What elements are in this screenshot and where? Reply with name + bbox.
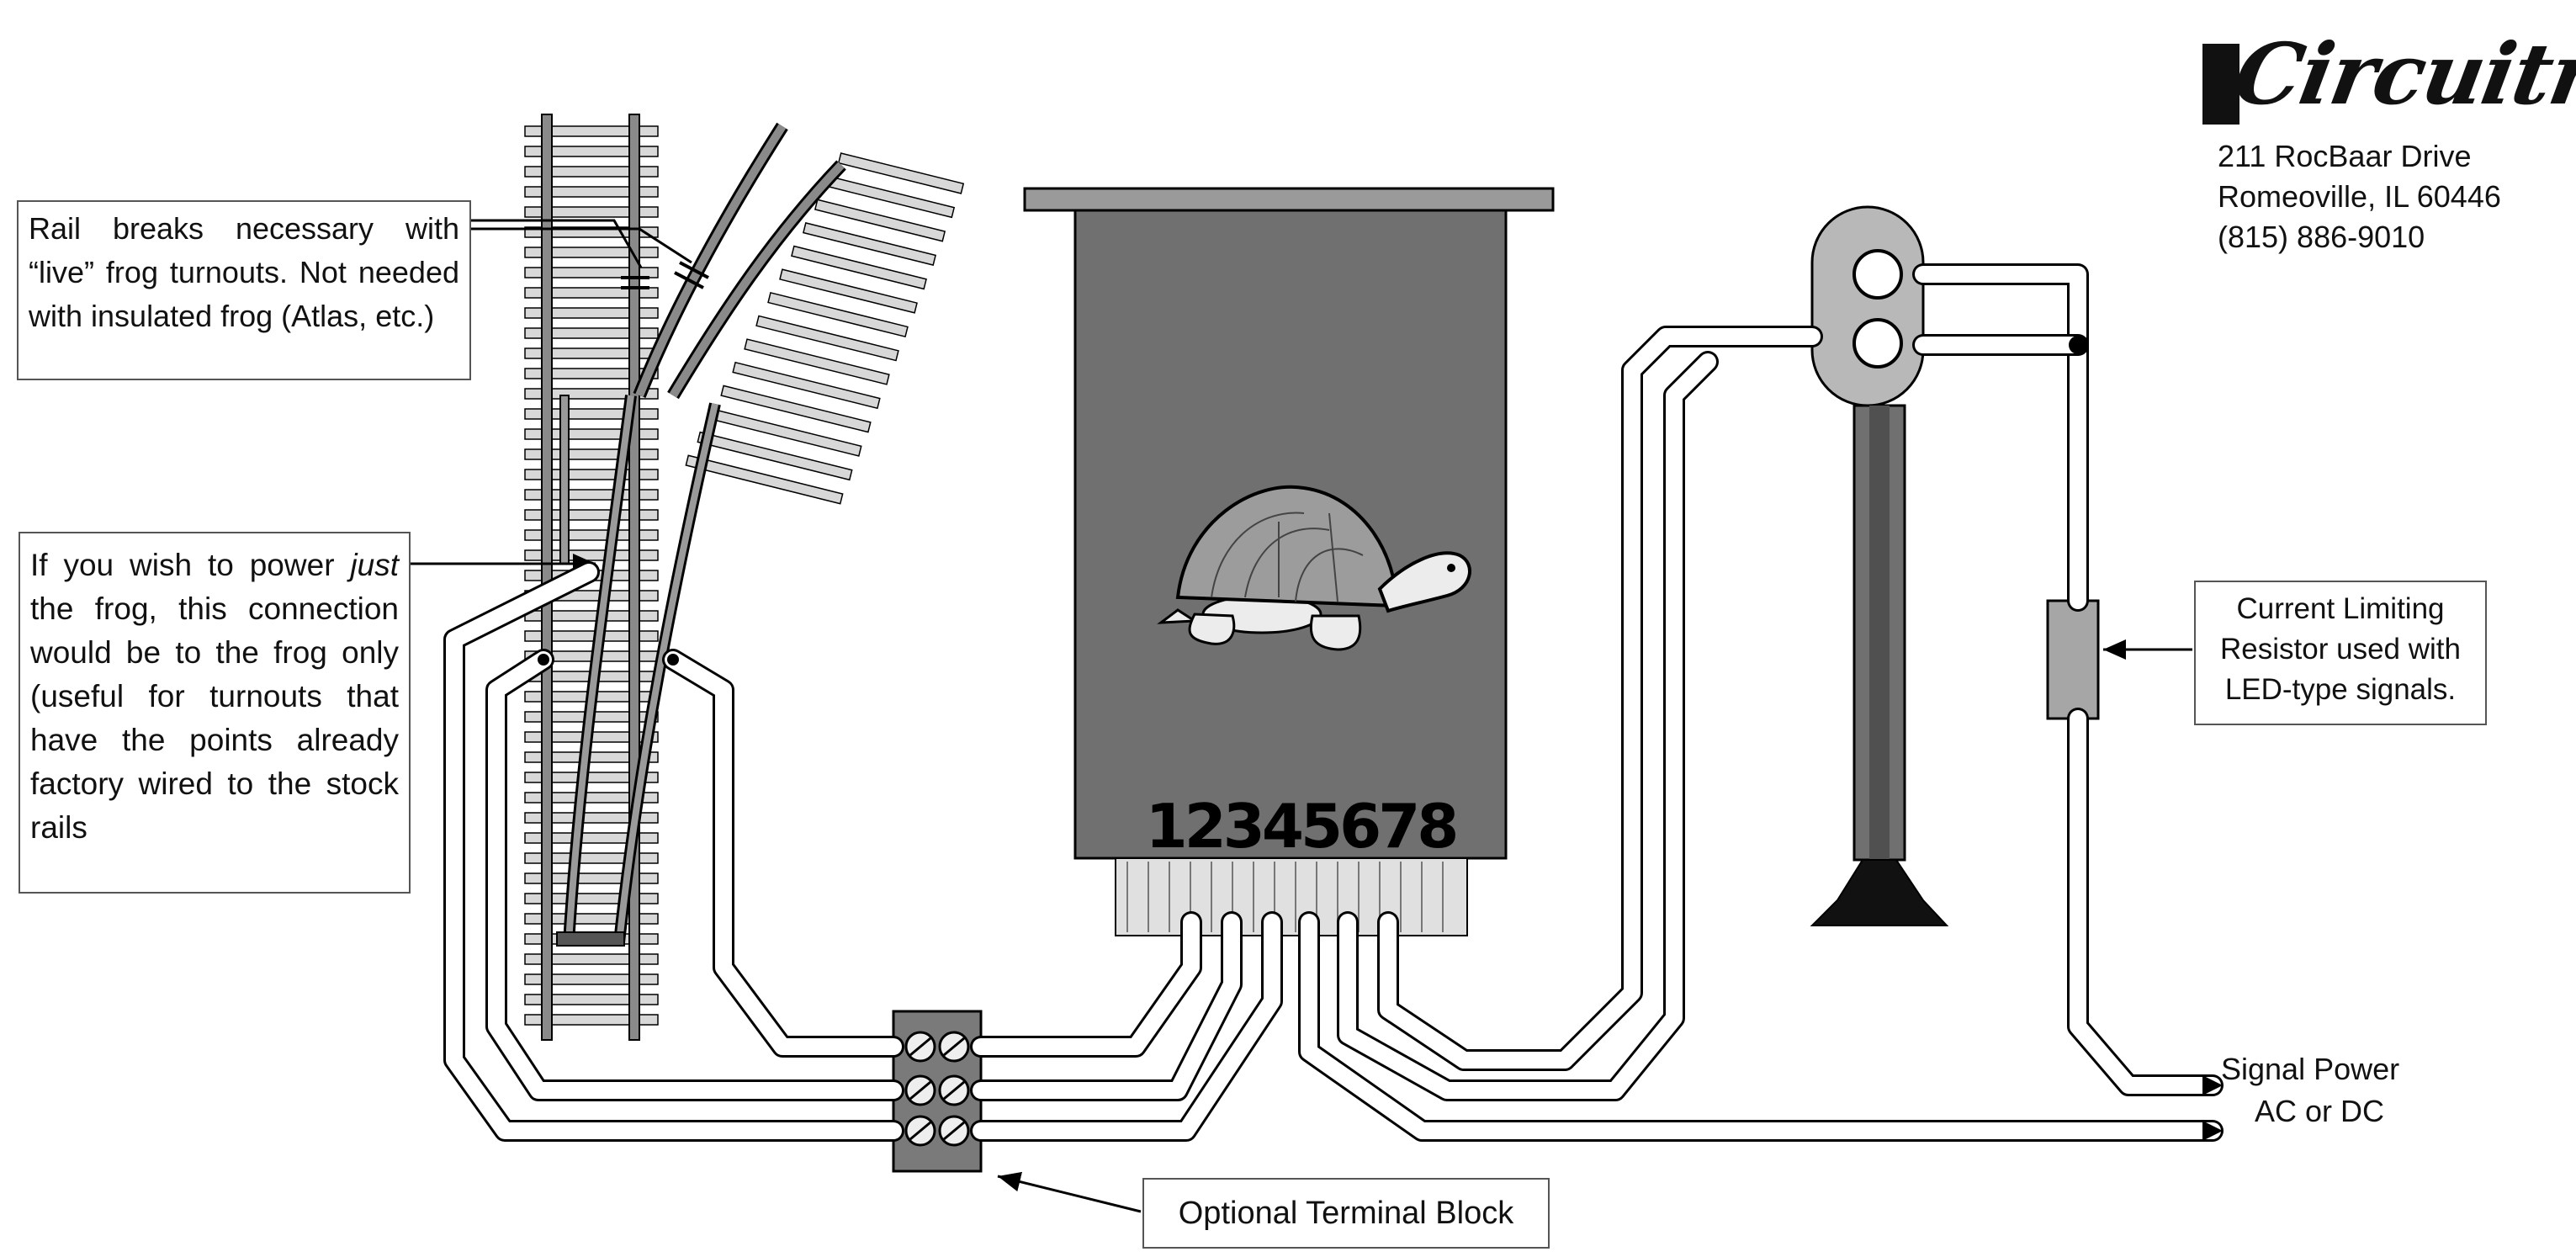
turnout-track — [524, 114, 965, 1041]
track-tie — [524, 166, 659, 178]
company-address: 211 RocBaar Drive Romeoville, IL 60446 (… — [2218, 136, 2571, 257]
frog-note-prefix: If you wish to power — [30, 548, 351, 582]
track-tie — [524, 751, 659, 763]
track-tie — [524, 953, 659, 965]
wire-frog — [662, 649, 904, 1058]
signal-lamp-bottom — [1852, 318, 1903, 369]
track-tie — [524, 832, 659, 844]
controller-mounting-plate — [1023, 187, 1555, 212]
wiring — [443, 263, 2224, 1142]
frog-power-note: If you wish to power just the frog, this… — [19, 532, 411, 894]
current-limiting-resistor — [2046, 599, 2100, 720]
diverging-tie — [744, 338, 890, 385]
logo-bar — [2202, 44, 2239, 125]
track-tie — [524, 772, 659, 783]
track-tie — [524, 206, 659, 218]
frog-note-emphasis: just — [350, 548, 399, 582]
guard-rail — [559, 395, 570, 565]
frog-note-rest: the frog, this connection would be to th… — [30, 591, 399, 845]
track-tie — [524, 368, 659, 379]
diverging-tie — [791, 245, 927, 290]
track-tie — [524, 388, 659, 400]
diverging-tie — [685, 454, 844, 505]
wire-junctions — [538, 336, 2087, 666]
signal-power-type: AC or DC — [2255, 1094, 2385, 1128]
track-tie — [524, 792, 659, 804]
diverging-tie — [767, 291, 909, 338]
edge-connector — [1115, 857, 1468, 936]
wire-signal-common — [1912, 263, 2089, 612]
signal-base — [1810, 859, 1949, 926]
diverging-ties — [685, 152, 965, 505]
track-tie — [524, 1014, 659, 1026]
diverging-tie — [755, 315, 899, 362]
track-tie — [524, 812, 659, 824]
track-tie — [524, 307, 659, 319]
address-phone: (815) 886-9010 — [2218, 220, 2425, 254]
track-tie — [524, 146, 659, 157]
diverging-tie — [814, 199, 946, 242]
diverging-tie — [837, 152, 965, 194]
track-tie — [524, 287, 659, 299]
terminal-block — [892, 1010, 983, 1173]
signal-lamp-top — [1852, 249, 1903, 300]
terminal-arrow-icon — [997, 1171, 1142, 1213]
controller-pin-numbers: 12345678 — [1145, 791, 1460, 862]
arrow-icon — [2202, 1075, 2223, 1095]
address-city: Romeoville, IL 60446 — [2218, 179, 2501, 214]
note-pointers — [411, 219, 692, 574]
track-tie — [524, 529, 659, 541]
track-tie — [524, 973, 659, 985]
diverging-tie — [720, 385, 872, 433]
track-tie — [524, 489, 659, 501]
tortoise-controller — [1023, 187, 1555, 936]
diverging-tie — [779, 268, 918, 314]
signal-power-label: Signal Power — [2221, 1052, 2400, 1086]
resistor-note: Current Limiting Resistor used with LED-… — [2194, 581, 2487, 725]
track-tie — [524, 630, 659, 642]
arrow-icon — [2202, 1121, 2223, 1141]
track-tie — [524, 994, 659, 1005]
logo-text: Circuitron — [2227, 24, 2576, 124]
terminal-block-label: Optional Terminal Block — [1142, 1178, 1550, 1249]
track-tie — [524, 267, 659, 278]
track-tie — [524, 327, 659, 339]
signal-head — [1810, 205, 1925, 407]
turtle-icon — [1157, 485, 1471, 651]
address-street: 211 RocBaar Drive — [2218, 139, 2472, 173]
track-tie — [524, 509, 659, 521]
stock-rail-left — [541, 114, 553, 1041]
track-ties — [524, 125, 659, 1026]
track-tie — [524, 247, 659, 258]
rail-break-right — [679, 261, 709, 279]
diverging-tie — [803, 222, 936, 266]
diverging-tie — [732, 361, 881, 410]
track-tie — [524, 186, 659, 198]
track-tie — [524, 125, 659, 137]
throw-bar — [556, 931, 625, 947]
signal-icon — [1810, 205, 1949, 926]
rail-breaks-note: Rail breaks necessary with “live” frog t… — [17, 200, 471, 380]
wire-resistor-out — [2067, 708, 2224, 1096]
wire-pin-1 — [970, 911, 1202, 1058]
diverging-tie — [697, 431, 853, 481]
circuitron-logo: Circuitron — [2202, 19, 2576, 128]
